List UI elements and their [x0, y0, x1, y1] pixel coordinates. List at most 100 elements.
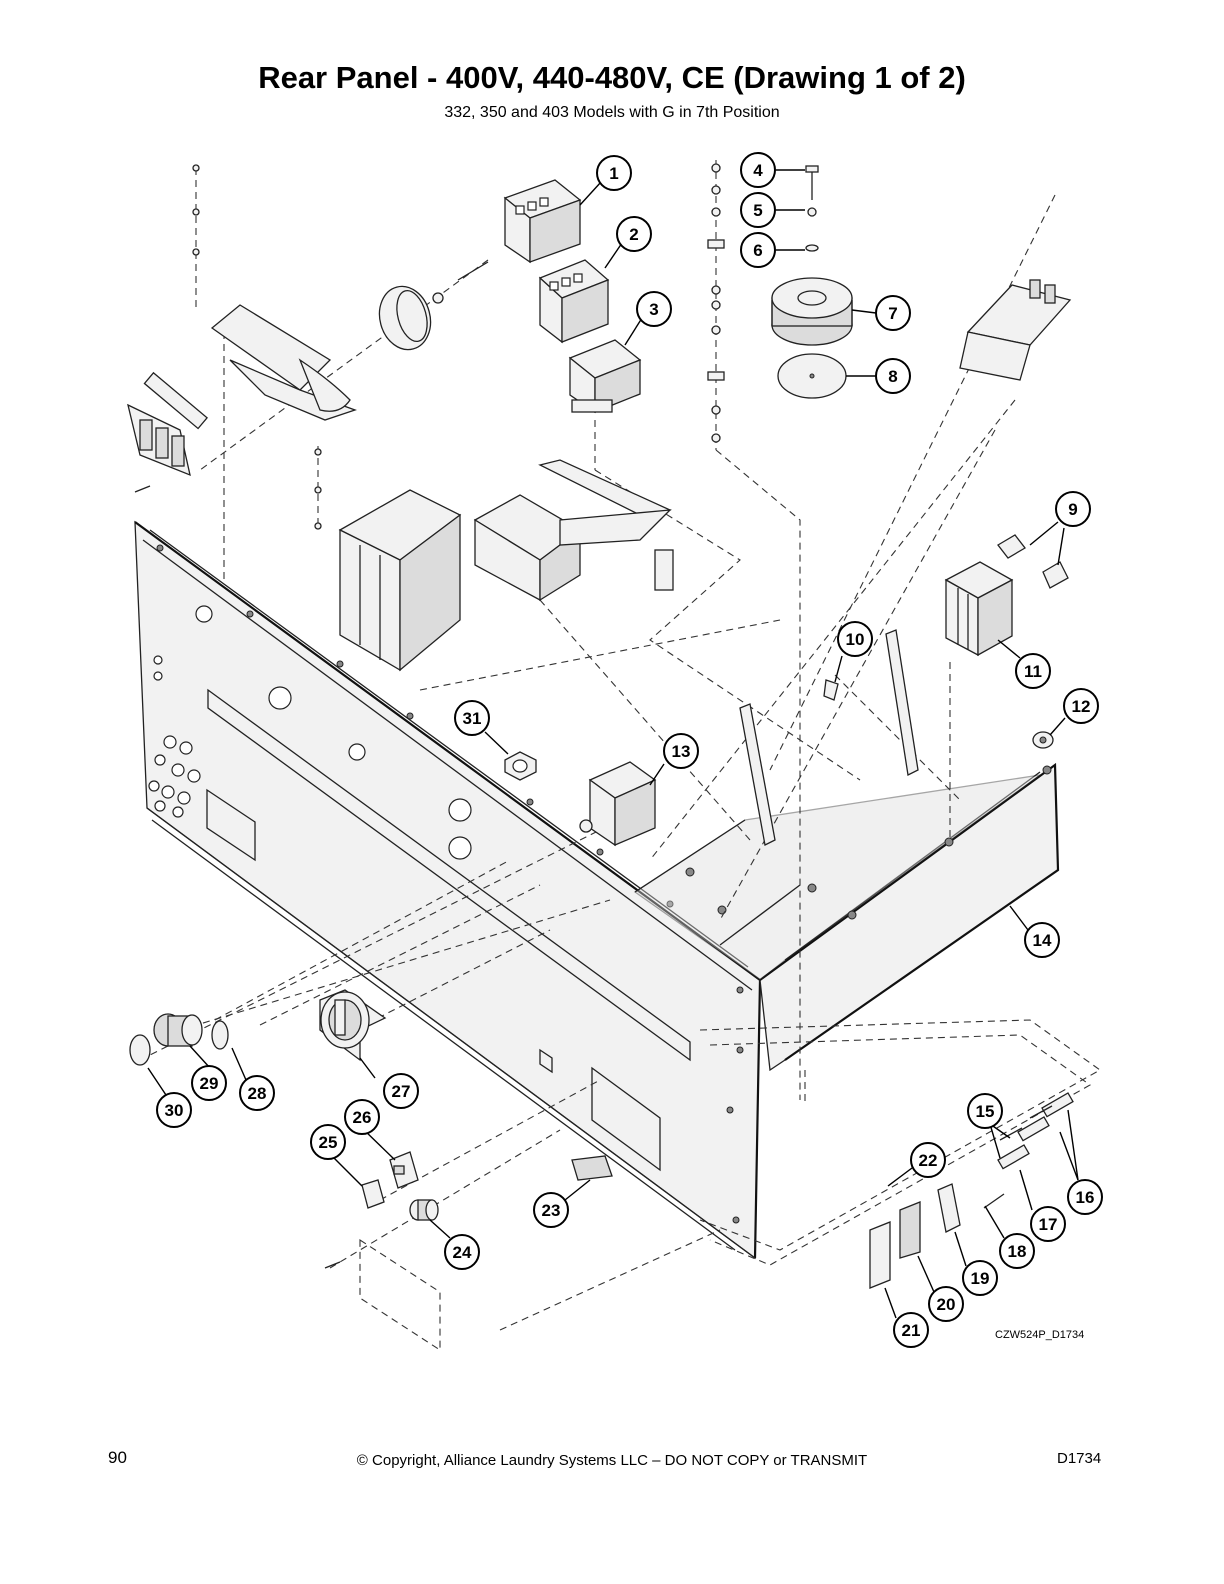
callout-6: 6 — [740, 232, 776, 268]
callout-2: 2 — [616, 216, 652, 252]
callout-3: 3 — [636, 291, 672, 327]
callout-label: 29 — [200, 1074, 219, 1093]
hardware-stack — [192, 163, 725, 530]
callout-circle — [1030, 1206, 1066, 1242]
callout-23: 23 — [533, 1192, 569, 1228]
callout-circle — [344, 1099, 380, 1135]
transformer — [338, 489, 462, 672]
callout-circle — [533, 1192, 569, 1228]
callout-label: 20 — [937, 1295, 956, 1314]
callout-group: 1234567891011121314151617181920212223242… — [156, 152, 1103, 1348]
callout-label: 13 — [672, 742, 691, 761]
callout-31: 31 — [454, 700, 490, 736]
callout-label: 27 — [392, 1082, 411, 1101]
callout-circle — [383, 1073, 419, 1109]
top-left-bracket — [143, 261, 489, 430]
callout-circle — [740, 152, 776, 188]
callout-circle — [1063, 688, 1099, 724]
callout-circle — [875, 295, 911, 331]
contactor-1 — [503, 179, 582, 264]
page-number: 90 — [108, 1448, 127, 1467]
callout-label: 1 — [609, 164, 618, 183]
callout-circle — [1055, 491, 1091, 527]
callout-circle — [740, 192, 776, 228]
callout-22: 22 — [910, 1142, 946, 1178]
callout-circle — [962, 1260, 998, 1296]
callout-circle — [1015, 653, 1051, 689]
callout-26: 26 — [344, 1099, 380, 1135]
callout-label: 10 — [846, 630, 865, 649]
pulley-stack — [771, 165, 853, 399]
callout-circle — [893, 1312, 929, 1348]
callout-circle — [444, 1234, 480, 1270]
callout-label: 14 — [1033, 931, 1052, 950]
callout-label: 28 — [248, 1084, 267, 1103]
drawing-code: CZW524P_D1734 — [995, 1329, 1085, 1341]
callout-label: 5 — [753, 201, 762, 220]
callout-circle — [616, 216, 652, 252]
callout-circle — [1024, 922, 1060, 958]
rocker-switches — [361, 1151, 419, 1209]
callout-11: 11 — [1015, 653, 1051, 689]
page-subtitle: 332, 350 and 403 Models with G in 7th Po… — [444, 104, 780, 121]
upper-right-relay — [959, 279, 1072, 381]
assembly-leader-lines — [139, 160, 1102, 1331]
callout-circle — [999, 1233, 1035, 1269]
callout-circle — [837, 621, 873, 657]
callout-20: 20 — [928, 1286, 964, 1322]
document-id: D1734 — [1057, 1450, 1102, 1467]
callout-29: 29 — [191, 1065, 227, 1101]
filter-box — [473, 494, 582, 602]
callout-circle — [967, 1093, 1003, 1129]
callout-9: 9 — [1055, 491, 1091, 527]
cable-gland-parts — [129, 1013, 229, 1066]
callout-label: 8 — [888, 367, 897, 386]
callout-12: 12 — [1063, 688, 1099, 724]
callout-label: 26 — [353, 1108, 372, 1127]
callout-label: 22 — [919, 1151, 938, 1170]
callout-7: 7 — [875, 295, 911, 331]
lock-nut-31 — [504, 751, 537, 781]
callout-17: 17 — [1030, 1206, 1066, 1242]
callout-label: 24 — [453, 1243, 472, 1262]
callout-circle — [928, 1286, 964, 1322]
callout-4: 4 — [740, 152, 776, 188]
contactor-2 — [538, 259, 610, 344]
callout-16: 16 — [1067, 1179, 1103, 1215]
callout-label: 23 — [542, 1201, 561, 1220]
callout-circle — [740, 232, 776, 268]
callout-circle — [1067, 1179, 1103, 1215]
callout-1: 1 — [596, 155, 632, 191]
circuit-breaker — [944, 534, 1069, 657]
callout-circle — [875, 358, 911, 394]
din-rail-bracket — [538, 459, 674, 591]
callout-label: 18 — [1008, 1242, 1027, 1261]
callout-label: 11 — [1024, 662, 1042, 681]
callout-circle — [156, 1092, 192, 1128]
callout-label: 2 — [629, 225, 638, 244]
callout-10: 10 — [837, 621, 873, 657]
callout-label: 19 — [971, 1269, 990, 1288]
component-13 — [579, 761, 657, 847]
callout-25: 25 — [310, 1124, 346, 1160]
callout-label: 21 — [902, 1321, 921, 1340]
fuse-assembly — [869, 1092, 1074, 1289]
callout-label: 15 — [976, 1102, 995, 1121]
contactor-3 — [568, 339, 642, 414]
callout-label: 3 — [649, 300, 658, 319]
rear-panel-plate — [134, 520, 762, 1260]
callout-24: 24 — [444, 1234, 480, 1270]
callout-circle — [310, 1124, 346, 1160]
callout-circle — [910, 1142, 946, 1178]
disconnect-switch — [319, 989, 387, 1062]
cover-plate — [324, 1238, 441, 1352]
callout-circle — [191, 1065, 227, 1101]
callout-circle — [663, 733, 699, 769]
callout-5: 5 — [740, 192, 776, 228]
terminal-block-left — [127, 403, 191, 493]
brackets-and-standoffs — [739, 629, 1054, 846]
callout-13: 13 — [663, 733, 699, 769]
callout-8: 8 — [875, 358, 911, 394]
callout-19: 19 — [962, 1260, 998, 1296]
callout-28: 28 — [239, 1075, 275, 1111]
